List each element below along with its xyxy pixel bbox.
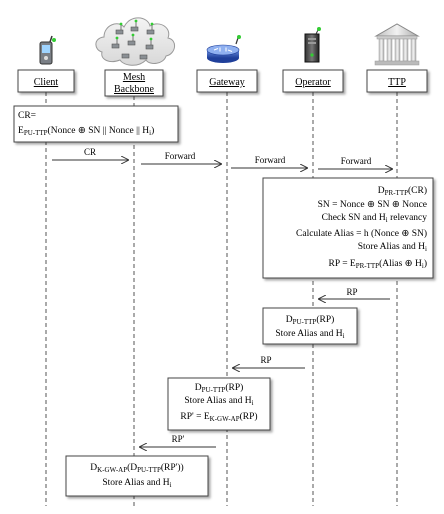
actor-client-label: Client [34, 77, 59, 88]
actor-mesh-label-line1: Mesh [123, 72, 145, 83]
actor-ttp-label: TTP [388, 77, 406, 88]
message-rp-2: RP [233, 355, 305, 368]
message-cr: CR [52, 147, 128, 160]
message-forward-1-label: Forward [165, 151, 196, 161]
ttp-line3: Check SN and Hi relevancy [322, 213, 428, 224]
gateway-line1: DPU-TTP(RP) [195, 382, 244, 394]
actor-operator-label: Operator [295, 77, 331, 88]
actor-gateway-label: Gateway [209, 77, 245, 88]
operator-processing-box: DPU-TTP(RP) Store Alias and Hi [262, 307, 358, 345]
ttp-processing-box: DPR-TTP(CR) SN = Nonce ⊕ SN ⊕ Nonce Chec… [262, 177, 434, 279]
message-rp-2-label: RP [260, 355, 271, 365]
gateway-line2: Store Alias and Hi [184, 396, 253, 407]
message-rp-1-label: RP [346, 287, 357, 297]
operator-line2: Store Alias and Hi [275, 329, 344, 340]
ttp-line2: SN = Nonce ⊕ SN ⊕ Nonce [318, 200, 427, 210]
ttp-line1: DPR-TTP(CR) [378, 185, 427, 197]
message-forward-1: Forward [141, 151, 221, 164]
mesh-processing-box: DK-GW-AP(DPU-TTP(RP')) Store Alias and H… [65, 455, 209, 497]
gateway-processing-box: DPU-TTP(RP) Store Alias and Hi RP' = EK-… [167, 377, 271, 431]
institution-building-icon [374, 23, 420, 66]
router-icon [206, 35, 241, 63]
actor-mesh-label-line2: Backbone [114, 84, 155, 95]
message-forward-2-label: Forward [255, 155, 286, 165]
operator-line1: DPU-TTP(RP) [286, 314, 335, 326]
cr-computation-box: CR= EPU-TTP(Nonce ⊕ SN || Nonce || Hi) [13, 105, 179, 143]
cr-line1: CR= [18, 111, 36, 121]
mesh-line2: Store Alias and Hi [102, 478, 171, 489]
cr-line2: EPU-TTP(Nonce ⊕ SN || Nonce || Hi) [18, 125, 154, 137]
actor-gateway: Gateway [196, 69, 258, 93]
message-forward-3: Forward [318, 156, 392, 169]
actor-ttp: TTP [366, 69, 428, 93]
message-forward-2: Forward [231, 155, 307, 168]
ttp-line4: Calculate Alias = h (Nonce ⊕ SN) [296, 228, 427, 239]
mesh-line1: DK-GW-AP(DPU-TTP(RP')) [90, 462, 183, 474]
message-cr-label: CR [84, 147, 96, 157]
actor-client: Client [17, 69, 75, 93]
mesh-cloud-icon [95, 17, 175, 66]
message-rp-1: RP [319, 287, 390, 299]
actor-mesh-backbone: Mesh Backbone [104, 69, 164, 97]
ttp-line6: RP = EPR-TTP(Alias ⊕ Hi) [329, 258, 427, 270]
phone-icon [39, 35, 56, 65]
actor-operator: Operator [282, 69, 344, 93]
message-forward-3-label: Forward [341, 156, 372, 166]
ttp-line5: Store Alias and Hi [358, 242, 427, 253]
message-rp-prime-label: RP' [172, 434, 185, 444]
message-rp-prime: RP' [140, 434, 216, 447]
gateway-line3: RP' = EK-GW-AP(RP) [180, 411, 257, 423]
server-tower-icon [304, 27, 321, 63]
